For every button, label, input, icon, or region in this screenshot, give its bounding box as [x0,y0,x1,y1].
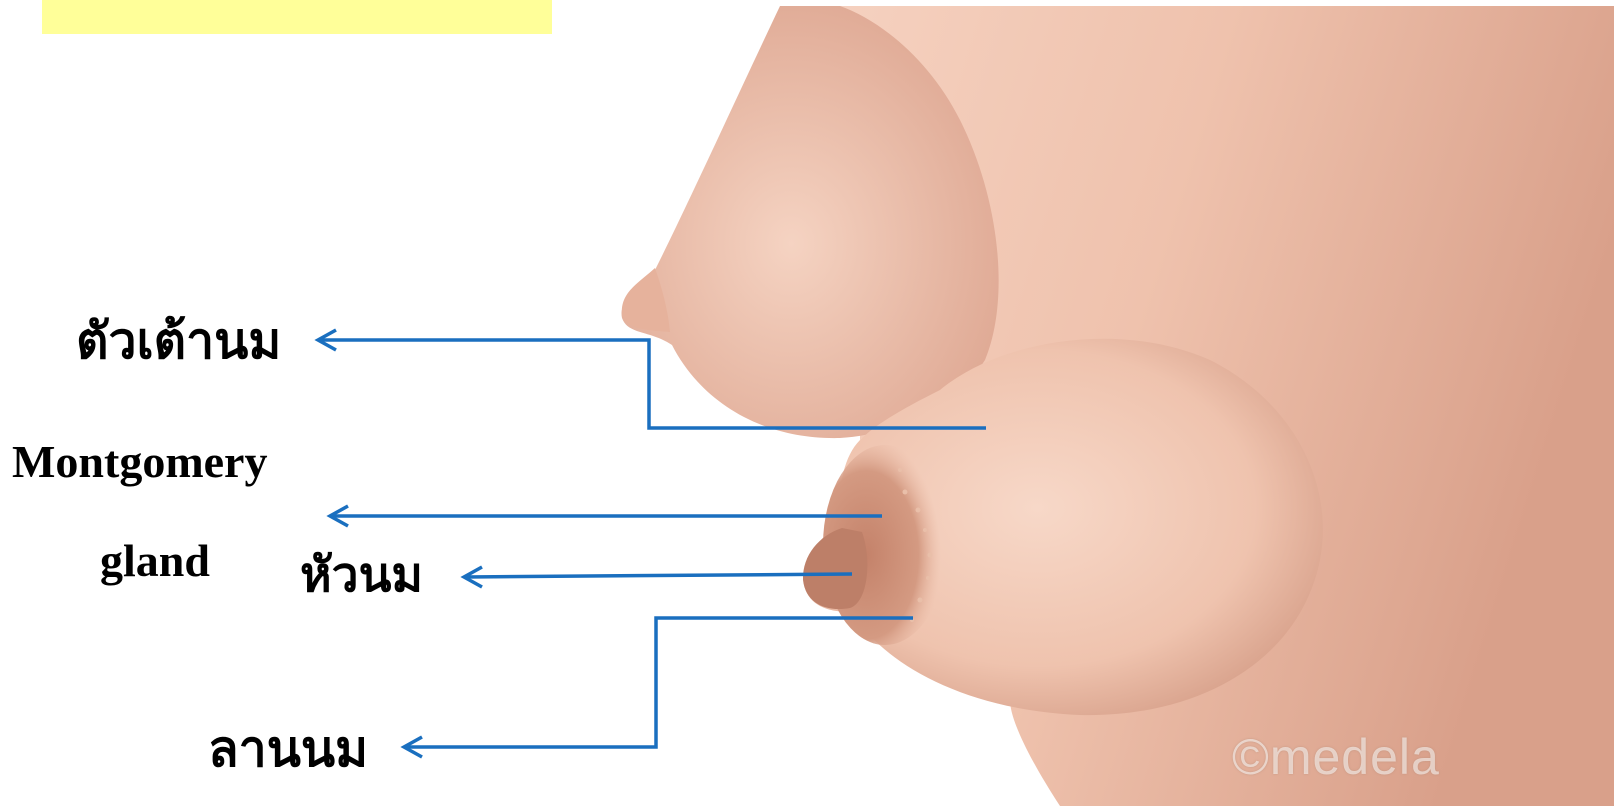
nipple-pointer-line [466,574,852,577]
areola-pointer-line [406,618,913,747]
label-montgomery-line1: Montgomery [12,439,267,485]
lower-nipple-shape [803,528,867,609]
label-areola: ลานนม [208,724,368,774]
label-montgomery-line2: gland [100,538,210,584]
medela-watermark: ©medela [1232,728,1440,786]
label-nipple: หัวนม [300,552,423,600]
label-breast: ตัวเต้านม [76,316,281,366]
